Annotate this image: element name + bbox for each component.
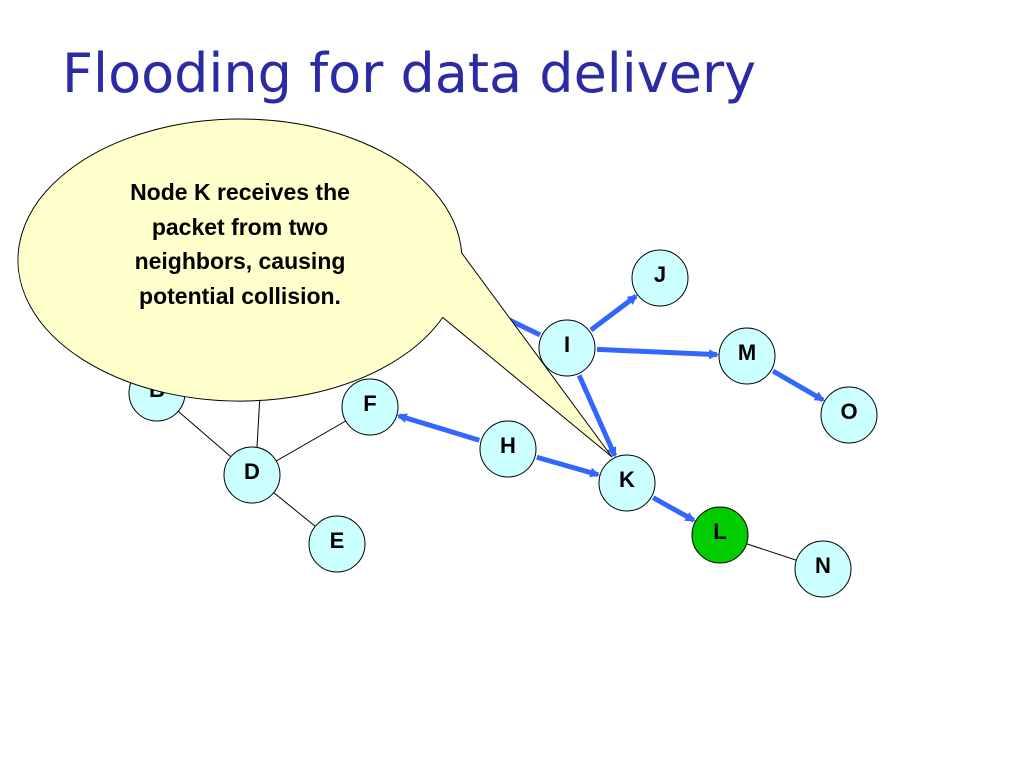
flow-arrow-M-O bbox=[771, 368, 825, 403]
node-circle bbox=[538, 319, 596, 377]
node-circle bbox=[631, 249, 689, 307]
node-N: N bbox=[794, 540, 852, 598]
node-J: J bbox=[631, 249, 689, 307]
node-circle bbox=[479, 420, 537, 478]
node-F: F bbox=[341, 378, 399, 436]
node-E: E bbox=[308, 515, 366, 573]
slide-title: Flooding for data delivery bbox=[62, 42, 757, 105]
node-I: I bbox=[538, 319, 596, 377]
node-label: H bbox=[500, 433, 516, 458]
node-H: H bbox=[479, 420, 537, 478]
callout-line: packet from two bbox=[151, 213, 329, 240]
node-D: D bbox=[223, 446, 281, 504]
flow-arrow-H-F bbox=[396, 413, 481, 443]
node-circle bbox=[223, 446, 281, 504]
callout-line: Node K receives the bbox=[130, 179, 350, 205]
node-label: D bbox=[244, 459, 260, 484]
node-label: N bbox=[815, 553, 831, 578]
node-M: M bbox=[718, 327, 776, 385]
node-label: J bbox=[654, 262, 666, 287]
node-circle bbox=[308, 515, 366, 573]
node-K: K bbox=[598, 454, 656, 512]
node-circle bbox=[820, 386, 878, 444]
flow-arrow-K-L bbox=[651, 495, 696, 523]
node-label: O bbox=[840, 399, 857, 424]
flow-arrow-H-K bbox=[536, 454, 601, 478]
node-label: K bbox=[619, 467, 635, 492]
flow-arrow-I-K bbox=[576, 374, 618, 458]
callout-line: neighbors, causing bbox=[134, 248, 346, 274]
flow-arrow-I-M bbox=[596, 346, 720, 360]
node-label: E bbox=[330, 528, 345, 553]
callout-layer bbox=[17, 118, 613, 458]
node-label: F bbox=[363, 391, 376, 416]
node-circle bbox=[598, 454, 656, 512]
node-circle bbox=[718, 327, 776, 385]
callout-line: potential collision. bbox=[139, 282, 341, 309]
flow-arrow-I-J bbox=[589, 294, 638, 332]
node-circle bbox=[794, 540, 852, 598]
node-L: L bbox=[691, 506, 749, 564]
node-circle bbox=[341, 378, 399, 436]
node-circle bbox=[691, 506, 749, 564]
node-label: M bbox=[738, 340, 756, 365]
node-label: L bbox=[713, 519, 726, 544]
callout-bubble bbox=[17, 118, 613, 458]
node-O: O bbox=[820, 386, 878, 444]
callout-text: Node K receives the packet from two neig… bbox=[80, 175, 400, 313]
node-label: I bbox=[564, 332, 570, 357]
